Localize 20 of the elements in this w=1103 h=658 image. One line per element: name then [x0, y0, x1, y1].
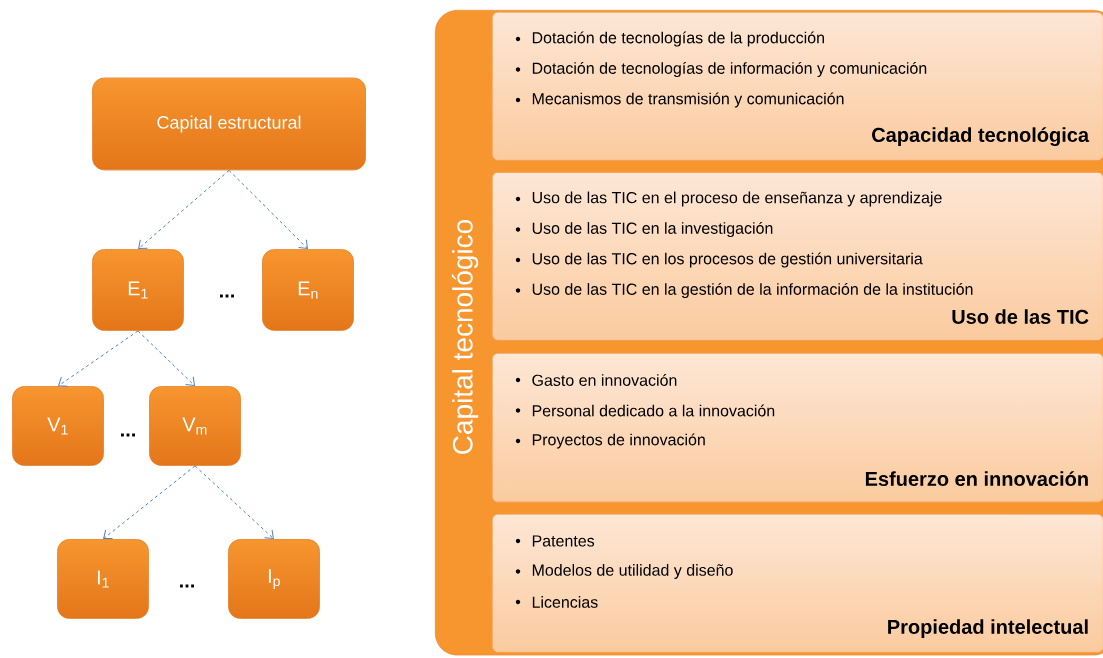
arrow	[194, 465, 274, 540]
arrow	[103, 465, 196, 540]
arrow	[58, 330, 139, 387]
category-box: Uso de las TIC en el proceso de enseñanza y aprendizaje Uso de las TIC en la investigación Uso de las TIC en los procesos de gestión universitaria Uso de las TIC en la gestión de la información de la institución Uso de las TIC	[492, 172, 1103, 341]
arrow	[228, 169, 308, 249]
ellipsis: ...	[180, 584, 194, 588]
tree-box: I$_{1}$	[57, 539, 149, 619]
ellipsis: ...	[220, 294, 234, 298]
category-box: Gasto en innovación Personal dedicado a la innovación Proyectos de innovación Esfuerzo en innovación	[492, 353, 1103, 503]
tree-box: V$_{1}$	[12, 386, 104, 466]
category-box: Patentes Modelos de utilidad y diseño Licencias Propiedad intelectual	[492, 514, 1103, 653]
tree-box: E$_{1}$	[92, 249, 184, 331]
tree-box: V$_{m}$	[149, 386, 241, 466]
arrow	[138, 169, 230, 250]
category-box: Dotación de tecnologías de la producción Dotación de tecnologías de información y comunicación Mecanismos de transmisión y comunicación Capacidad tecnológica	[492, 12, 1103, 161]
tree-box: I$_{p}$	[228, 539, 320, 619]
tree-box: Capital estructural	[92, 77, 366, 171]
ellipsis: ...	[121, 433, 135, 437]
arrow	[137, 330, 195, 387]
tree-box: E$_{n}$	[262, 249, 354, 331]
